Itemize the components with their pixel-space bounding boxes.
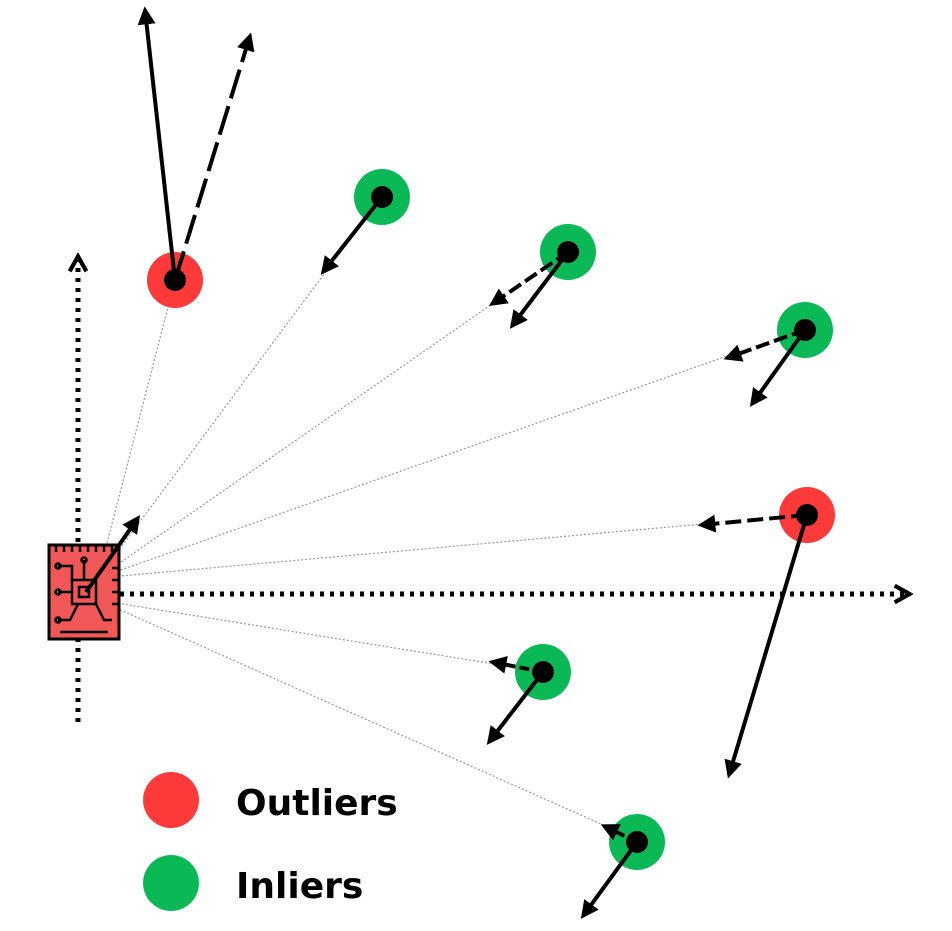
- inlier-point: [580, 814, 665, 919]
- inlier-point: [486, 644, 571, 745]
- legend: Outliers Inliers: [143, 772, 398, 911]
- legend-outlier-swatch: [143, 772, 199, 828]
- ray-outlier-1: [97, 279, 176, 579]
- outlier-point: [697, 487, 835, 779]
- inlier-point: [723, 302, 833, 407]
- ray-inlier-1: [97, 269, 328, 579]
- legend-outlier-label: Outliers: [236, 783, 398, 824]
- ray-inlier-2: [97, 303, 493, 579]
- axes: [78, 258, 908, 722]
- circuit-board-icon: [47, 543, 121, 641]
- inlier-point: [320, 169, 410, 275]
- legend-inlier-swatch: [143, 855, 199, 911]
- inlier-point: [489, 224, 596, 329]
- sensor-velocity-arrow: [84, 515, 141, 594]
- ray-inlier-4: [97, 599, 495, 665]
- legend-inlier-label: Inliers: [236, 866, 363, 907]
- ray-outlier-2: [97, 523, 704, 579]
- ray-inlier-3: [97, 355, 728, 579]
- detections: [137, 6, 835, 919]
- ray-inlier-5: [97, 599, 611, 829]
- rays: [97, 269, 728, 829]
- outlier-point: [137, 6, 255, 308]
